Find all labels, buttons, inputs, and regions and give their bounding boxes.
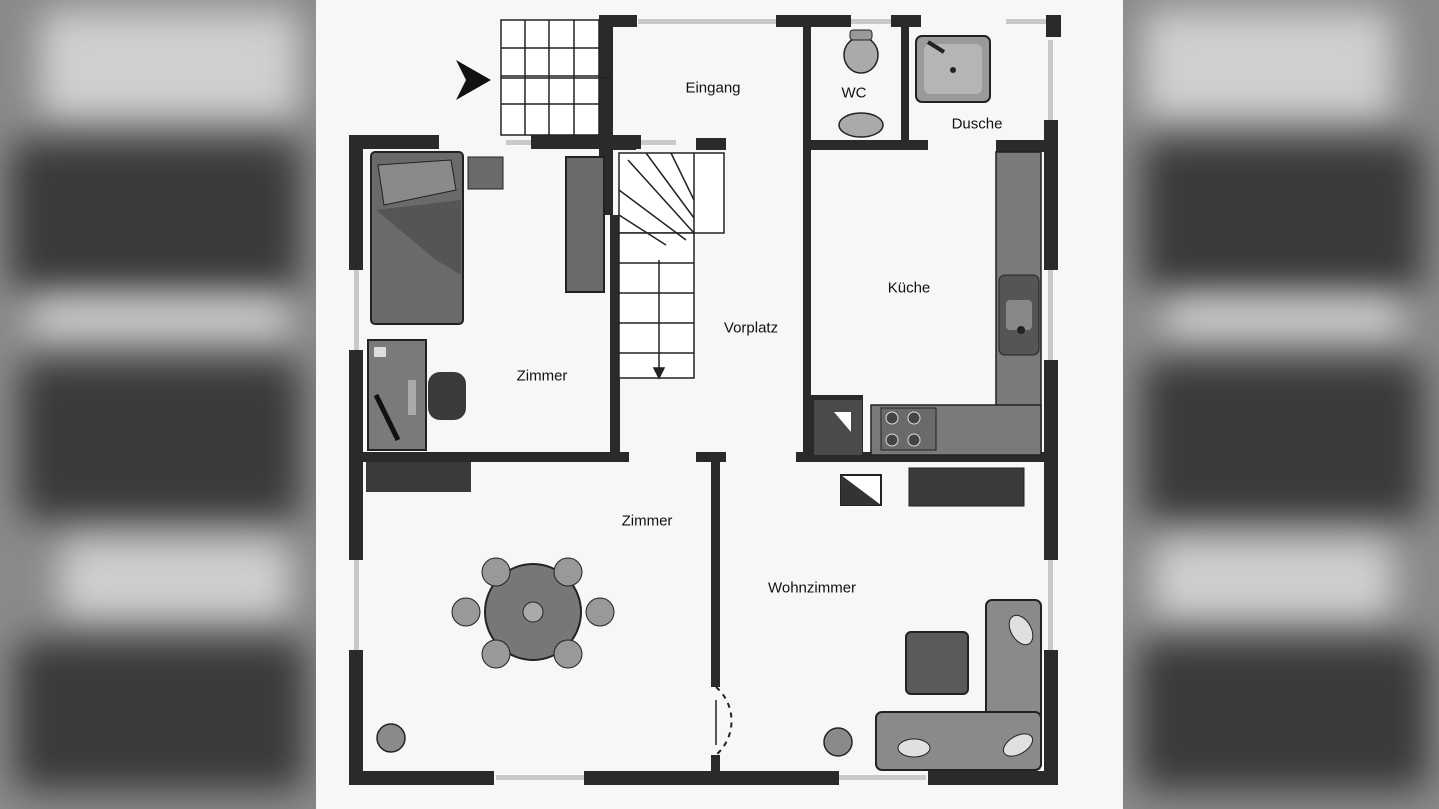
room-label-kueche: Küche [887, 279, 931, 297]
shelf [366, 462, 471, 492]
kitchen-counter [814, 151, 1042, 456]
room-label-zimmer-top: Zimmer [516, 367, 568, 385]
floor-plan-sheet: Eingang WC Dusche Zimmer Vorplatz Küche … [316, 0, 1123, 809]
room-label-zimmer-bottom: Zimmer [621, 512, 673, 530]
room-label-wc: WC [841, 84, 867, 102]
inner-staircase [618, 152, 725, 380]
background-right [1123, 0, 1439, 809]
room-label-vorplatz: Vorplatz [723, 319, 779, 337]
wc-fixtures [838, 29, 884, 138]
plant-left [376, 723, 406, 753]
dining-set [451, 557, 615, 669]
room-label-dusche: Dusche [951, 115, 1003, 133]
room-label-wohnzimmer: Wohnzimmer [767, 579, 857, 597]
sofa [875, 599, 1042, 771]
desk-chair [428, 372, 466, 420]
floor-plan [349, 15, 1061, 785]
shower [915, 35, 991, 103]
background-left [0, 0, 316, 809]
entrance-arrow-icon [456, 60, 491, 100]
bed [370, 151, 504, 325]
walls [349, 15, 1061, 785]
desk [367, 339, 466, 451]
ottoman [905, 631, 969, 695]
plant-right [823, 727, 853, 757]
entrance-stairs [500, 19, 611, 136]
wardrobe [565, 156, 605, 293]
sideboard [908, 467, 1025, 507]
door-swing [715, 686, 733, 756]
room-label-eingang: Eingang [685, 79, 741, 97]
